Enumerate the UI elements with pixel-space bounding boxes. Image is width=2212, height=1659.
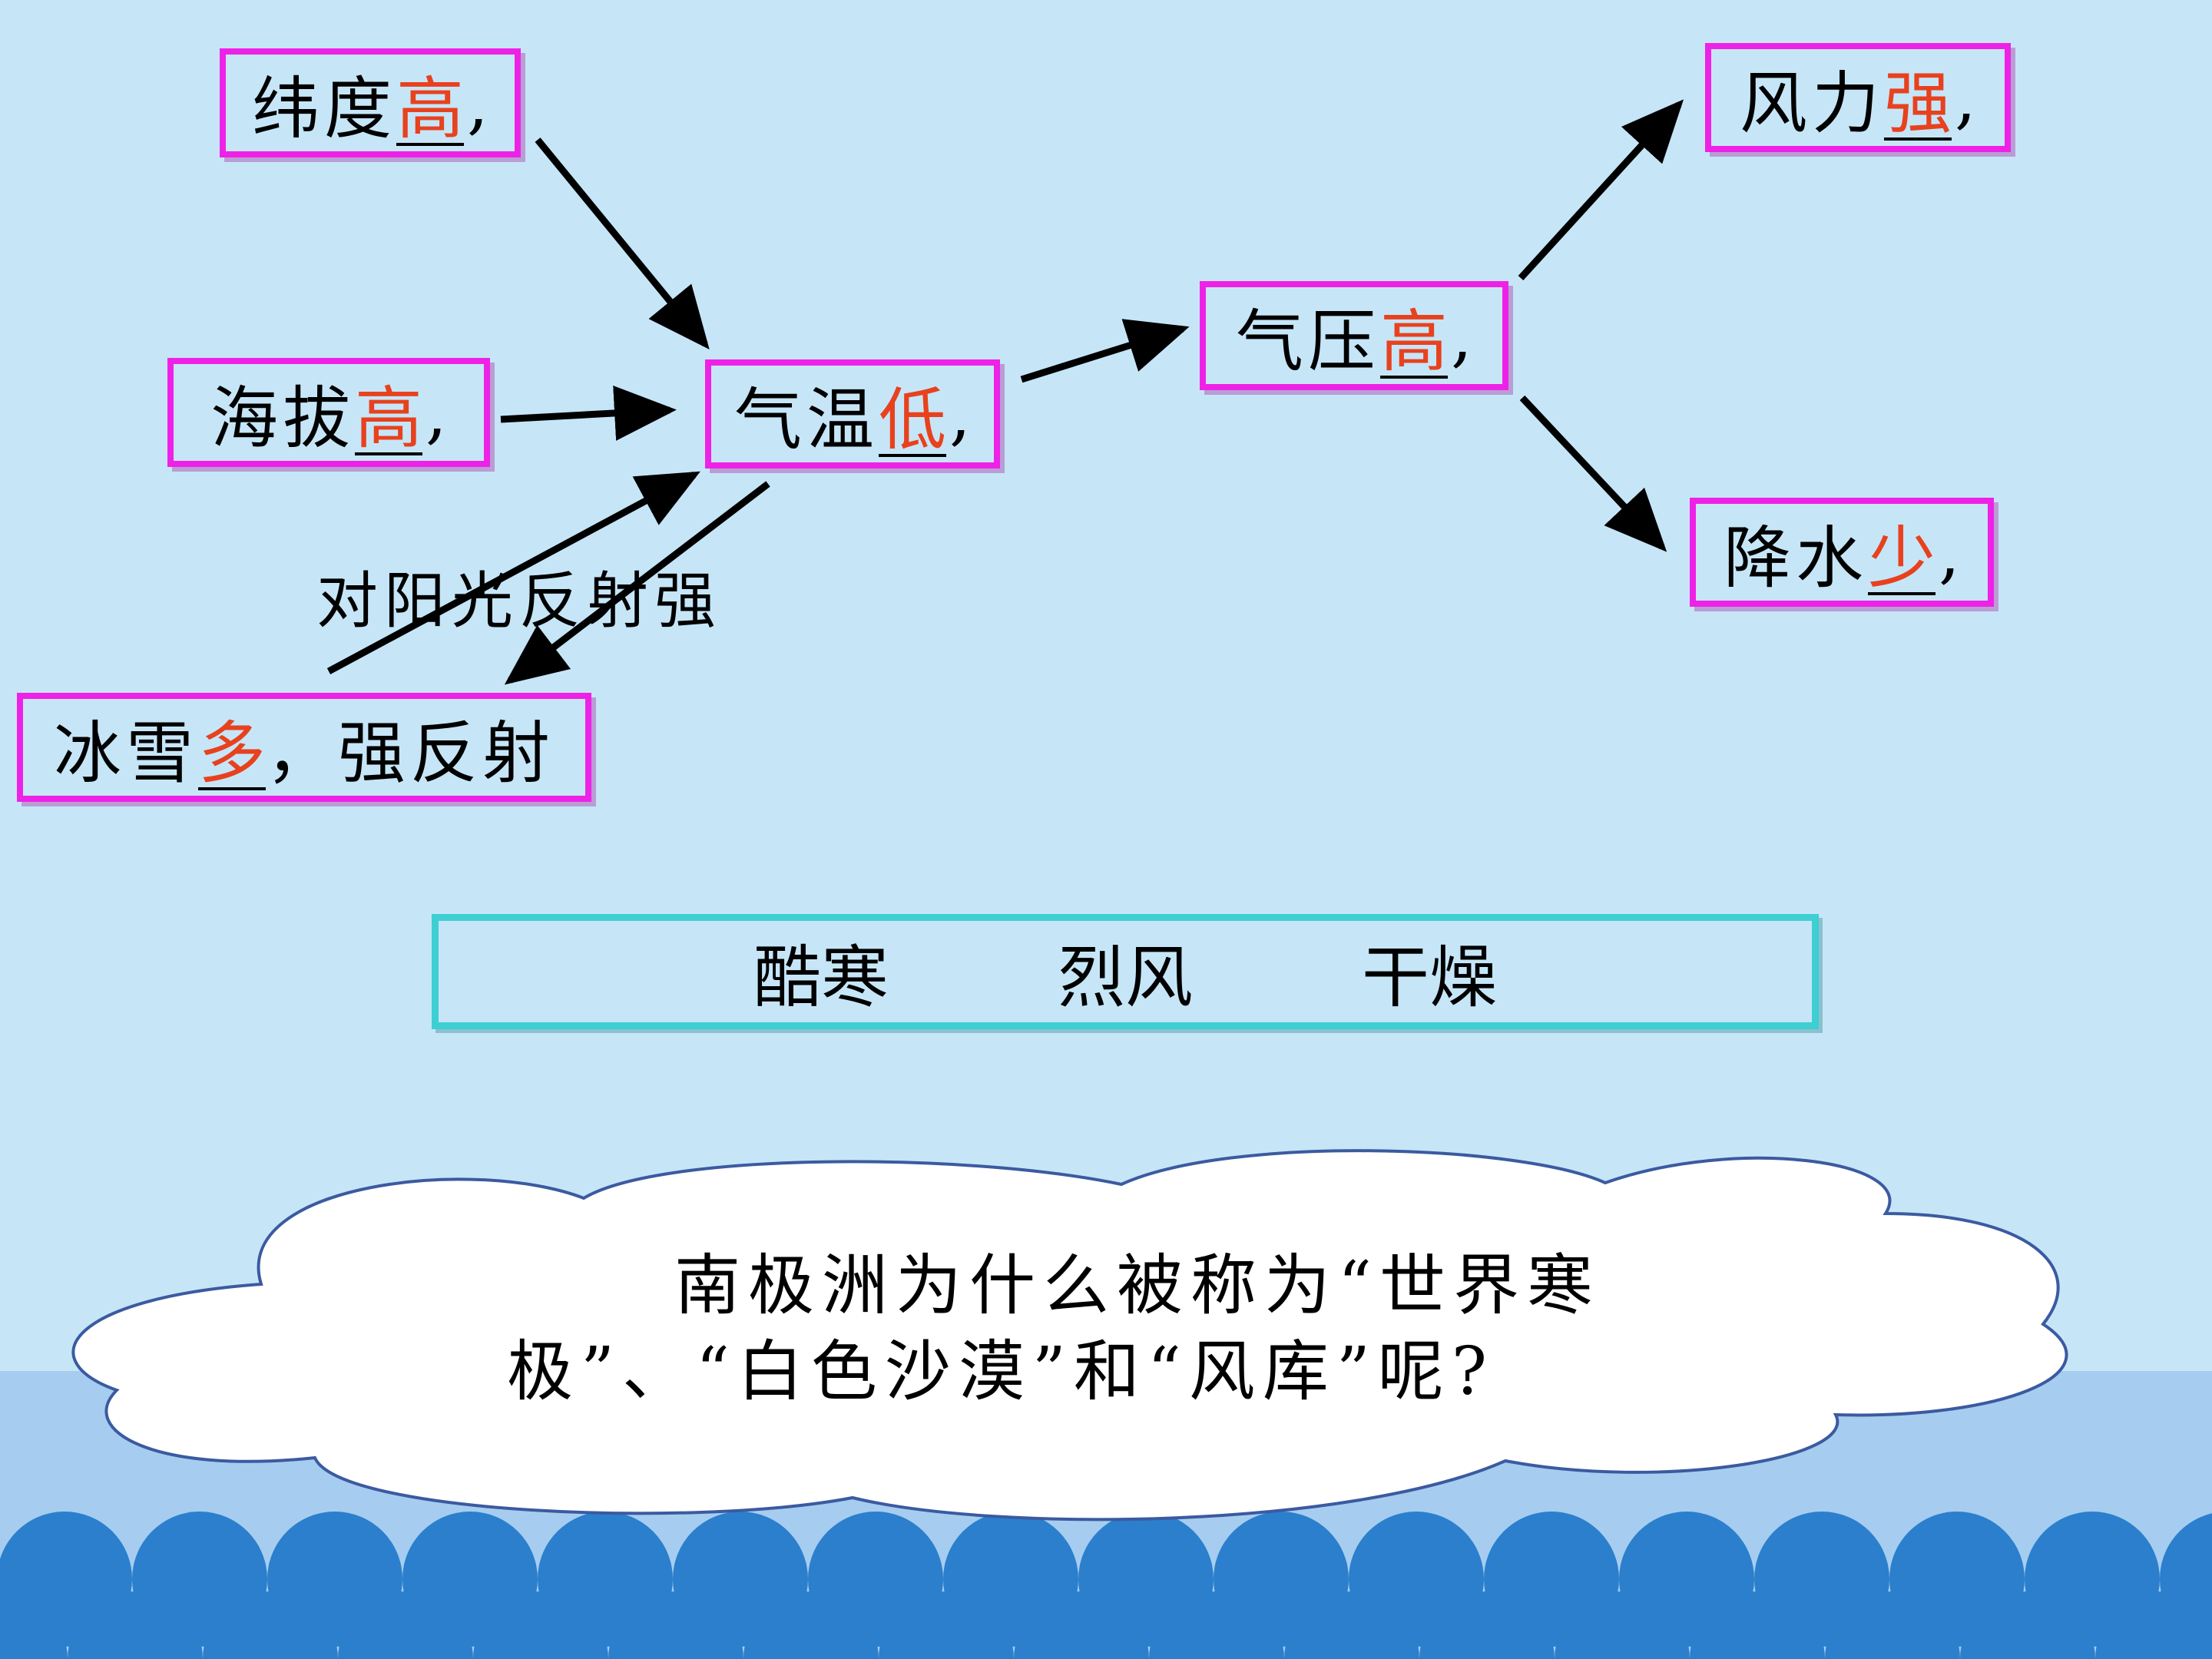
arrow-temperature-to-snow [504, 481, 770, 685]
node-snow-value: 多 [197, 713, 266, 793]
wave-bump [1690, 1591, 1825, 1659]
node-temperature-value: 低 [879, 379, 947, 459]
node-wind-comma: , [1955, 58, 1976, 137]
arrow-pressure-to-precipitation [1519, 395, 1667, 552]
wave-bump [203, 1591, 338, 1659]
node-precipitation: 降水少, [1690, 498, 1994, 607]
node-temperature-comma: , [949, 374, 971, 454]
node-snow-word: 冰雪 [53, 713, 198, 793]
wave-bump [338, 1591, 473, 1659]
node-precipitation-word: 降水 [1723, 518, 1868, 598]
wave-bump [608, 1591, 743, 1659]
node-snow-rest: ，强反射 [266, 713, 555, 793]
node-pressure: 气压高, [1200, 281, 1508, 390]
node-altitude-word: 海拔 [210, 378, 355, 458]
node-altitude: 海拔高, [167, 358, 490, 467]
wave-bump [1555, 1591, 1690, 1659]
node-wind: 风力强, [1705, 43, 2011, 152]
node-latitude: 纬度高, [220, 48, 521, 157]
arrow-altitude-to-temperature [500, 385, 677, 441]
node-latitude-word: 纬度 [251, 68, 396, 148]
node-altitude-comma: , [426, 373, 447, 452]
node-precipitation-comma: , [1939, 512, 1960, 592]
node-latitude-value: 高 [396, 68, 465, 148]
wave-row-front [0, 1591, 2212, 1659]
wave-bump [2095, 1591, 2212, 1659]
question-text: 南极洲为什么被称为“世界寒 极”、“白色沙漠”和“风库”呢? [507, 1243, 1736, 1415]
node-temperature: 气温低, [705, 359, 1000, 469]
characteristic-wind: 烈风 [1057, 937, 1193, 1017]
node-snow: 冰雪多，强反射 [17, 693, 591, 802]
wave-bump [1960, 1591, 2095, 1659]
node-pressure-value: 高 [1380, 301, 1449, 381]
node-wind-value: 强 [1884, 63, 1952, 143]
wave-bump [1825, 1591, 1960, 1659]
question-line-2: 极”、“白色沙漠”和“风库”呢? [507, 1333, 1495, 1410]
node-pressure-comma: , [1451, 296, 1472, 376]
characteristics-bar: 酷寒 烈风 干燥 [432, 914, 1819, 1029]
characteristic-dry: 干燥 [1362, 937, 1498, 1017]
node-latitude-comma: , [467, 63, 488, 143]
wave-bump [1419, 1591, 1555, 1659]
wave-bump [1014, 1591, 1149, 1659]
reflection-note: 对阳光反射强 [316, 565, 722, 637]
wave-bump [1149, 1591, 1284, 1659]
wave-bump [879, 1591, 1014, 1659]
arrow-pressure-to-wind [1518, 99, 1684, 281]
wave-bump [743, 1591, 879, 1659]
wave-bump [473, 1591, 608, 1659]
cloud-shape [71, 1149, 2068, 1522]
arrow-temperature-to-pressure [1020, 319, 1190, 383]
wave-bump [68, 1591, 203, 1659]
node-altitude-value: 高 [355, 378, 423, 458]
node-pressure-word: 气压 [1235, 301, 1380, 381]
question-line-1: 南极洲为什么被称为“世界寒 [674, 1247, 1601, 1324]
node-wind-word: 风力 [1739, 63, 1884, 143]
characteristic-cold: 酷寒 [753, 937, 889, 1017]
wave-bump [0, 1591, 68, 1659]
node-temperature-word: 气温 [733, 379, 879, 459]
node-precipitation-value: 少 [1868, 518, 1936, 598]
arrow-snow-to-temperature [326, 471, 700, 674]
arrow-latitude-to-temperature [535, 137, 710, 349]
wave-bump [1284, 1591, 1419, 1659]
